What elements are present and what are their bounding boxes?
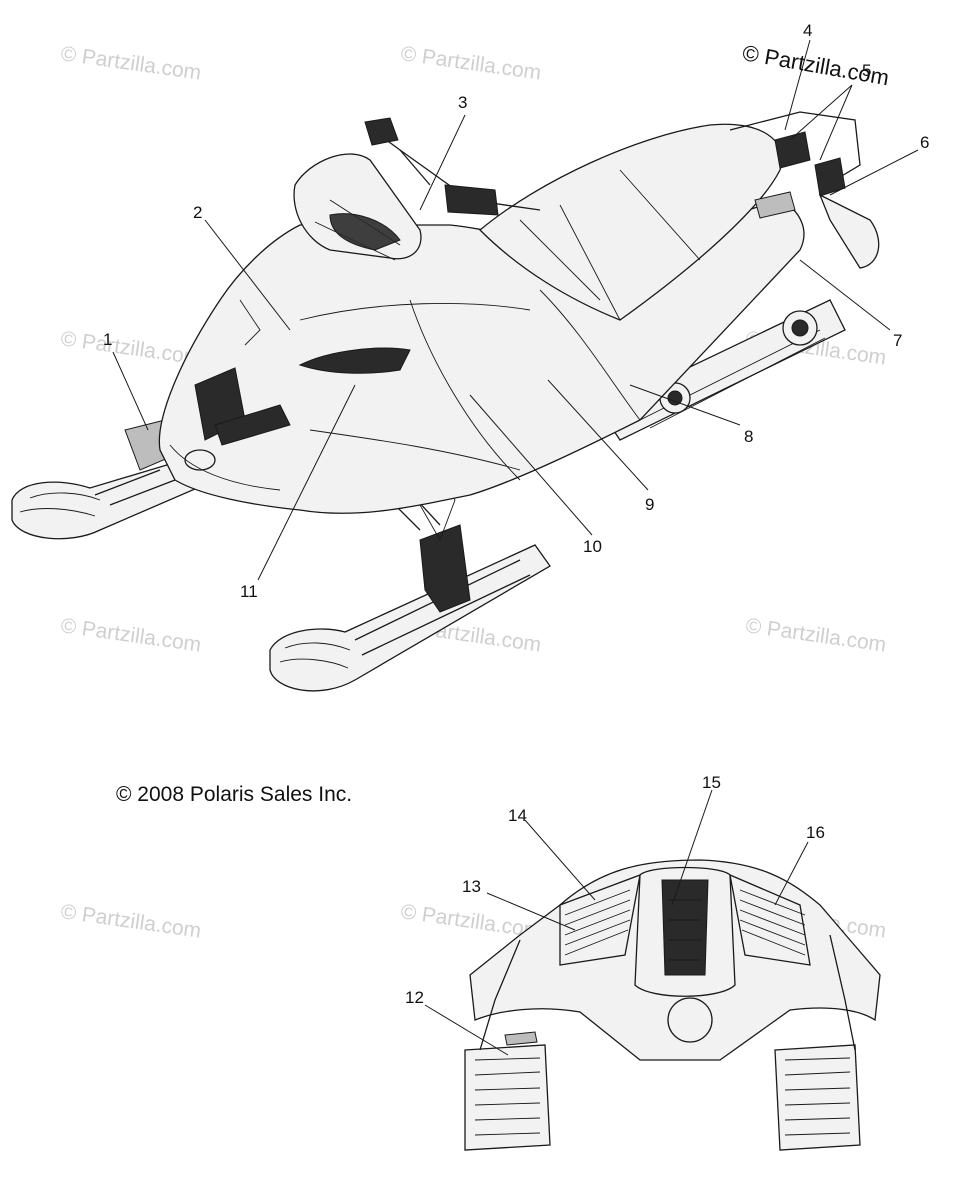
callout-13: 13: [462, 877, 481, 896]
leader-lines: [112, 39, 919, 1056]
callout-3: 3: [458, 93, 467, 112]
front-view-illustration: [464, 859, 881, 1151]
seat: [479, 123, 783, 321]
callout-10: 10: [583, 537, 602, 556]
callout-11: 11: [240, 582, 258, 601]
callout-15: 15: [702, 773, 721, 792]
watermark: © Partzilla.com: [59, 900, 202, 942]
callout-1: 1: [103, 330, 112, 349]
callout-12: 12: [405, 988, 424, 1007]
callout-4: 4: [803, 21, 812, 40]
rear-rack: [729, 111, 880, 269]
callout-9: 9: [645, 495, 654, 514]
watermark: © Partzilla.com: [59, 614, 202, 656]
hatched-panel-right: [729, 873, 811, 966]
callouts: 1 2 3 4 5 6 7 8 9 10 11 12 13 14 15 16: [103, 21, 929, 1007]
callout-2: 2: [193, 203, 202, 222]
right-ski-front: [774, 1044, 861, 1151]
hatched-panel-left: [559, 873, 641, 966]
callout-7: 7: [893, 331, 902, 350]
watermark: © Partzilla.com: [744, 614, 887, 656]
copyright-notice: © 2008 Polaris Sales Inc.: [116, 783, 353, 806]
snowmobile-illustration: [11, 111, 880, 692]
callout-5: 5: [862, 61, 871, 80]
watermark: © Partzilla.com: [59, 327, 202, 369]
callout-14: 14: [508, 806, 527, 825]
nose: [169, 367, 291, 491]
handlebar: [364, 117, 541, 216]
watermark: © Partzilla.com: [59, 42, 202, 84]
callout-8: 8: [744, 427, 753, 446]
left-ski-front: [464, 1031, 551, 1151]
watermark: © Partzilla.com: [399, 42, 542, 84]
callout-16: 16: [806, 823, 825, 842]
side-vent: [298, 347, 411, 374]
callout-6: 6: [920, 133, 929, 152]
